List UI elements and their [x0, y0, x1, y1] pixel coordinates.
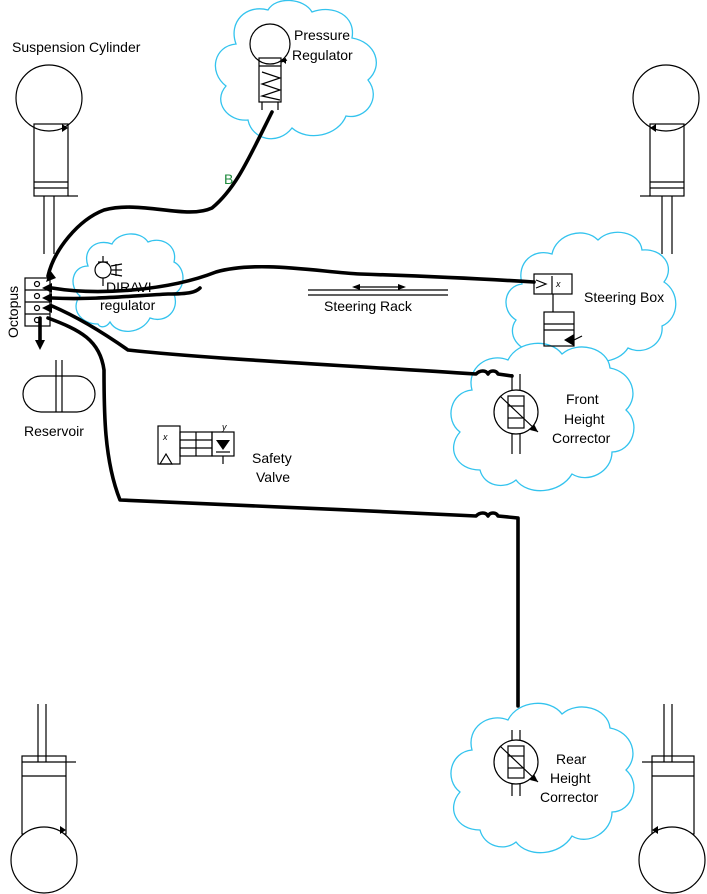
suspension-cylinder-rear-left	[10, 704, 78, 894]
cloud-rear-height-corrector	[450, 702, 635, 854]
pipe-diravi	[50, 286, 202, 301]
label-octopus: Octopus	[5, 286, 21, 338]
steering-rack	[308, 284, 448, 296]
steering-box: x	[533, 273, 583, 347]
cloud-pressure-regulator	[214, 0, 377, 140]
pipe-steering-box	[50, 264, 536, 294]
label-rear-hc-1: Rear	[556, 751, 587, 767]
rear-height-corrector	[493, 730, 539, 796]
suspension-cylinder-rear-right	[638, 704, 706, 894]
cloud-front-height-corrector	[450, 342, 635, 492]
label-steering-rack: Steering Rack	[324, 298, 413, 314]
label-front-hc-3: Corrector	[552, 430, 611, 446]
label-rear-hc-3: Corrector	[540, 789, 599, 805]
cloud-diravi-regulator	[72, 233, 184, 332]
label-safety-valve-2: Valve	[256, 469, 290, 485]
pipe-front-corrector	[50, 304, 514, 378]
pipe-pressure-regulator	[46, 110, 274, 278]
hydraulic-pipes	[35, 110, 536, 708]
pipe-rear-corrector	[46, 316, 520, 708]
diravi-regulator-symbol	[94, 256, 123, 286]
label-diravi-1: DIRAVI	[106, 279, 152, 295]
label-front-hc-2: Height	[564, 411, 605, 427]
label-valve-port-x: x	[162, 432, 168, 442]
label-pressure-regulator-1: Pressure	[294, 27, 350, 43]
label-reservoir: Reservoir	[24, 423, 84, 439]
label-diravi-2: regulator	[100, 297, 156, 313]
svg-text:x: x	[555, 279, 561, 289]
label-safety-valve-1: Safety	[252, 450, 292, 466]
label-suspension-cylinder: Suspension Cylinder	[12, 39, 141, 55]
label-line-b: B	[224, 171, 233, 187]
pressure-regulator	[249, 23, 291, 110]
octopus-manifold	[24, 277, 51, 327]
front-height-corrector	[493, 374, 539, 454]
label-front-hc-1: Front	[566, 391, 599, 407]
safety-valve	[157, 425, 235, 465]
suspension-cylinder-front-left	[15, 64, 83, 254]
label-valve-port-y: y	[221, 422, 227, 432]
cloud-steering-box	[505, 231, 677, 363]
label-rear-hc-2: Height	[550, 770, 591, 786]
suspension-cylinder-front-right	[632, 64, 700, 254]
reservoir	[22, 360, 96, 413]
label-steering-box: Steering Box	[584, 289, 664, 305]
label-pressure-regulator-2: Regulator	[292, 47, 353, 63]
